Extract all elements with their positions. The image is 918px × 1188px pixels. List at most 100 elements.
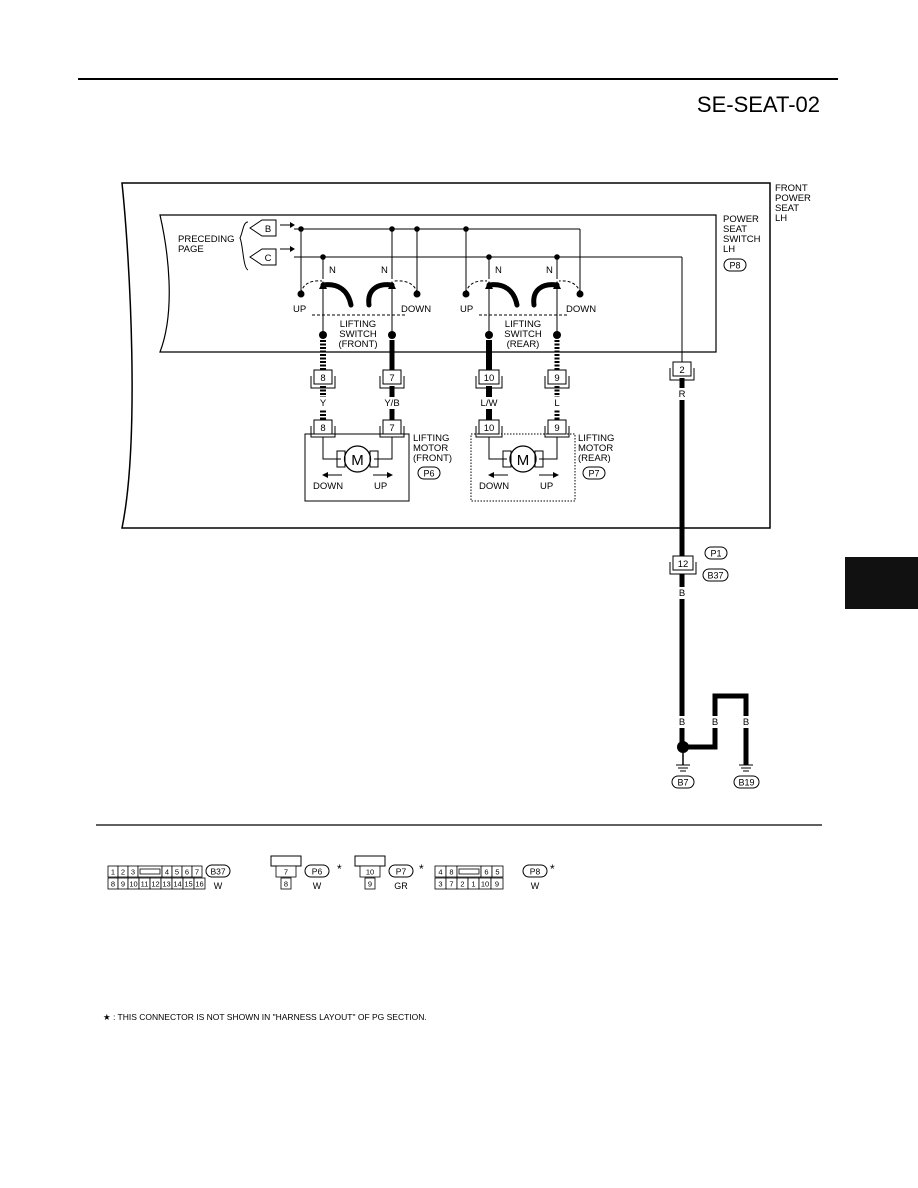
svg-text:M: M [351,452,364,469]
svg-text:N: N [546,265,553,276]
svg-text:B: B [712,717,718,728]
svg-text:9: 9 [554,373,559,384]
svg-text:UP: UP [540,481,553,492]
b37-pin-label: 2 [121,868,125,877]
wire-color-labels: Y Y/B L/W L [316,397,563,409]
svg-text:7: 7 [389,423,394,434]
svg-text:12: 12 [678,559,689,570]
p8-cell [456,865,482,878]
section-tab [845,557,918,609]
p6-cell [275,865,297,878]
p8-pin-label: 4 [438,868,442,877]
p8-pin-label: 2 [460,880,464,889]
p7-badge [388,864,414,878]
b37-pin-label: 11 [141,880,149,889]
p7-badge-label: P7 [396,867,407,877]
svg-text:DOWN: DOWN [401,304,431,315]
p7-cell [359,865,381,878]
b37-pin-label: 8 [111,880,115,889]
b37-cell [193,877,206,890]
p7-pin-label: 9 [368,880,372,889]
b37-pin-label: 14 [173,880,181,889]
svg-text:UP: UP [374,481,387,492]
svg-text:L/W: L/W [481,398,498,409]
connector-badge-p8: P8 [723,258,747,272]
svg-text:8: 8 [320,373,325,384]
svg-text:N: N [381,265,388,276]
p7-shroud [354,855,386,867]
svg-text:Y/B: Y/B [384,398,399,409]
p6-badge [304,864,330,878]
p8-key [458,868,480,875]
p8-pin-label: 8 [449,868,453,877]
b37-pin-label: 16 [195,880,203,889]
switch-terminal-boxes: 8 7 10 9 2 [310,361,695,389]
p6-shroud [270,855,302,867]
b37-cell [191,865,203,878]
p8-pin-label: 3 [438,880,442,889]
p8-color: W [531,881,540,891]
preceding-c-tag: C [249,246,295,266]
p8-cell [490,877,504,890]
svg-text:P7: P7 [588,469,599,479]
p6-badge-label: P6 [312,867,323,877]
svg-text:UP: UP [460,304,473,315]
svg-text:8: 8 [320,423,325,434]
svg-text:7: 7 [389,373,394,384]
p8-pin-label: 5 [495,868,499,877]
b37-badge [205,864,231,878]
svg-text:N: N [495,265,502,276]
page-title: SE-SEAT-02 [696,92,820,117]
p6-color: W [313,881,322,891]
b37-color: W [214,881,223,891]
svg-text:B: B [265,224,271,235]
power-seat-switch-box [159,214,717,353]
preceding-b-tag: B [249,219,295,237]
svg-text:B: B [679,717,685,728]
p6-pin-label: 7 [284,868,288,877]
svg-text:B7: B7 [677,778,688,788]
p7-pin-label: 10 [366,868,374,877]
svg-text:L: L [554,398,559,409]
b37-pin-label: 12 [151,880,159,889]
b37-pin-label: 6 [185,868,189,877]
svg-text:P6: P6 [423,469,434,479]
svg-text:N: N [329,265,336,276]
p8-pin-label: 10 [481,880,489,889]
p8-pin-label: 1 [471,880,475,889]
b37-key [139,868,161,875]
p7-cell [364,877,376,890]
svg-text:9: 9 [554,423,559,434]
footnote: ★ : THIS CONNECTOR IS NOT SHOWN IN "HARN… [103,1012,427,1022]
p8-badge-label: P8 [530,867,541,877]
b37-pin-label: 1 [111,868,115,877]
bus-junction-dots [298,226,560,260]
svg-text:B19: B19 [738,778,754,788]
header-rule [78,78,838,80]
b37-pin-label: 10 [129,880,137,889]
b37-badge-label: B37 [210,867,225,877]
p8-pin-label: 9 [495,880,499,889]
b37-pin-label: 3 [131,868,135,877]
svg-text:M: M [517,452,530,469]
p7-color: GR [394,881,408,891]
b37-pin-label: 5 [175,868,179,877]
svg-text:B: B [679,588,685,599]
b37-pin-label: 15 [184,880,192,889]
svg-text:B37: B37 [707,571,723,581]
svg-text:10: 10 [484,423,495,434]
svg-text:R: R [679,389,686,400]
p6-cell [280,877,292,890]
b37-pin-label: 9 [121,880,125,889]
